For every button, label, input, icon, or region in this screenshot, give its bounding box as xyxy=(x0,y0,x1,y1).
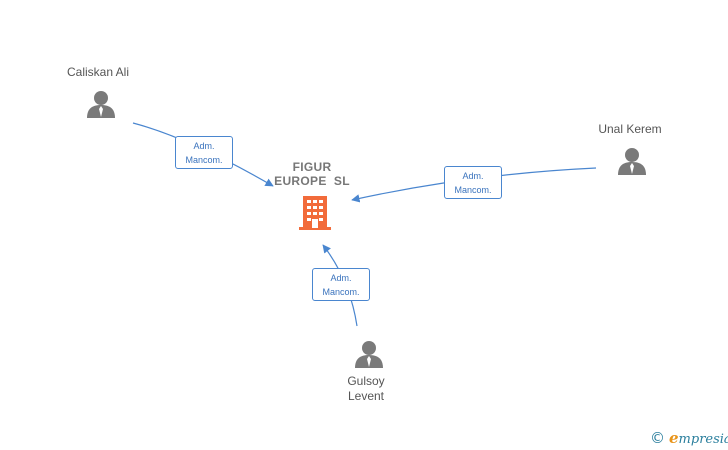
role-label-line1: Adm. xyxy=(330,273,352,283)
role-box-gulsoy[interactable]: Adm. Mancom. xyxy=(312,268,370,301)
building-icon[interactable] xyxy=(298,195,332,231)
role-label-line2: Mancom. xyxy=(322,287,360,297)
role-label-line1: Adm. xyxy=(462,171,484,181)
brand-logo-initial: e xyxy=(669,429,679,447)
person-name-caliskan[interactable]: Caliskan Ali xyxy=(66,65,130,79)
role-label-line2: Mancom. xyxy=(454,185,492,195)
role-box-unal[interactable]: Adm. Mancom. xyxy=(444,166,502,199)
person-icon[interactable] xyxy=(86,89,116,119)
copyright-icon: © xyxy=(650,429,665,447)
role-label-line1: Adm. xyxy=(193,141,215,151)
person-name-line1: Gulsoy xyxy=(347,374,385,388)
person-icon[interactable] xyxy=(354,339,384,369)
role-label-line2: Mancom. xyxy=(185,155,223,165)
person-icon[interactable] xyxy=(617,146,647,176)
brand-logo-rest: mpresia xyxy=(678,432,728,447)
person-name-gulsoy[interactable]: Gulsoy Levent xyxy=(316,374,416,404)
person-name-line2: Levent xyxy=(347,389,385,403)
brand-footer[interactable]: © empresia xyxy=(650,428,728,448)
company-name-line1: FIGUR xyxy=(292,160,332,174)
company-name[interactable]: FIGUR EUROPE SL xyxy=(262,160,362,188)
role-box-caliskan[interactable]: Adm. Mancom. xyxy=(175,136,233,169)
person-name-unal[interactable]: Unal Kerem xyxy=(598,122,662,136)
brand-logo[interactable]: empresia xyxy=(669,429,728,447)
company-name-line2: EUROPE SL xyxy=(274,174,350,188)
